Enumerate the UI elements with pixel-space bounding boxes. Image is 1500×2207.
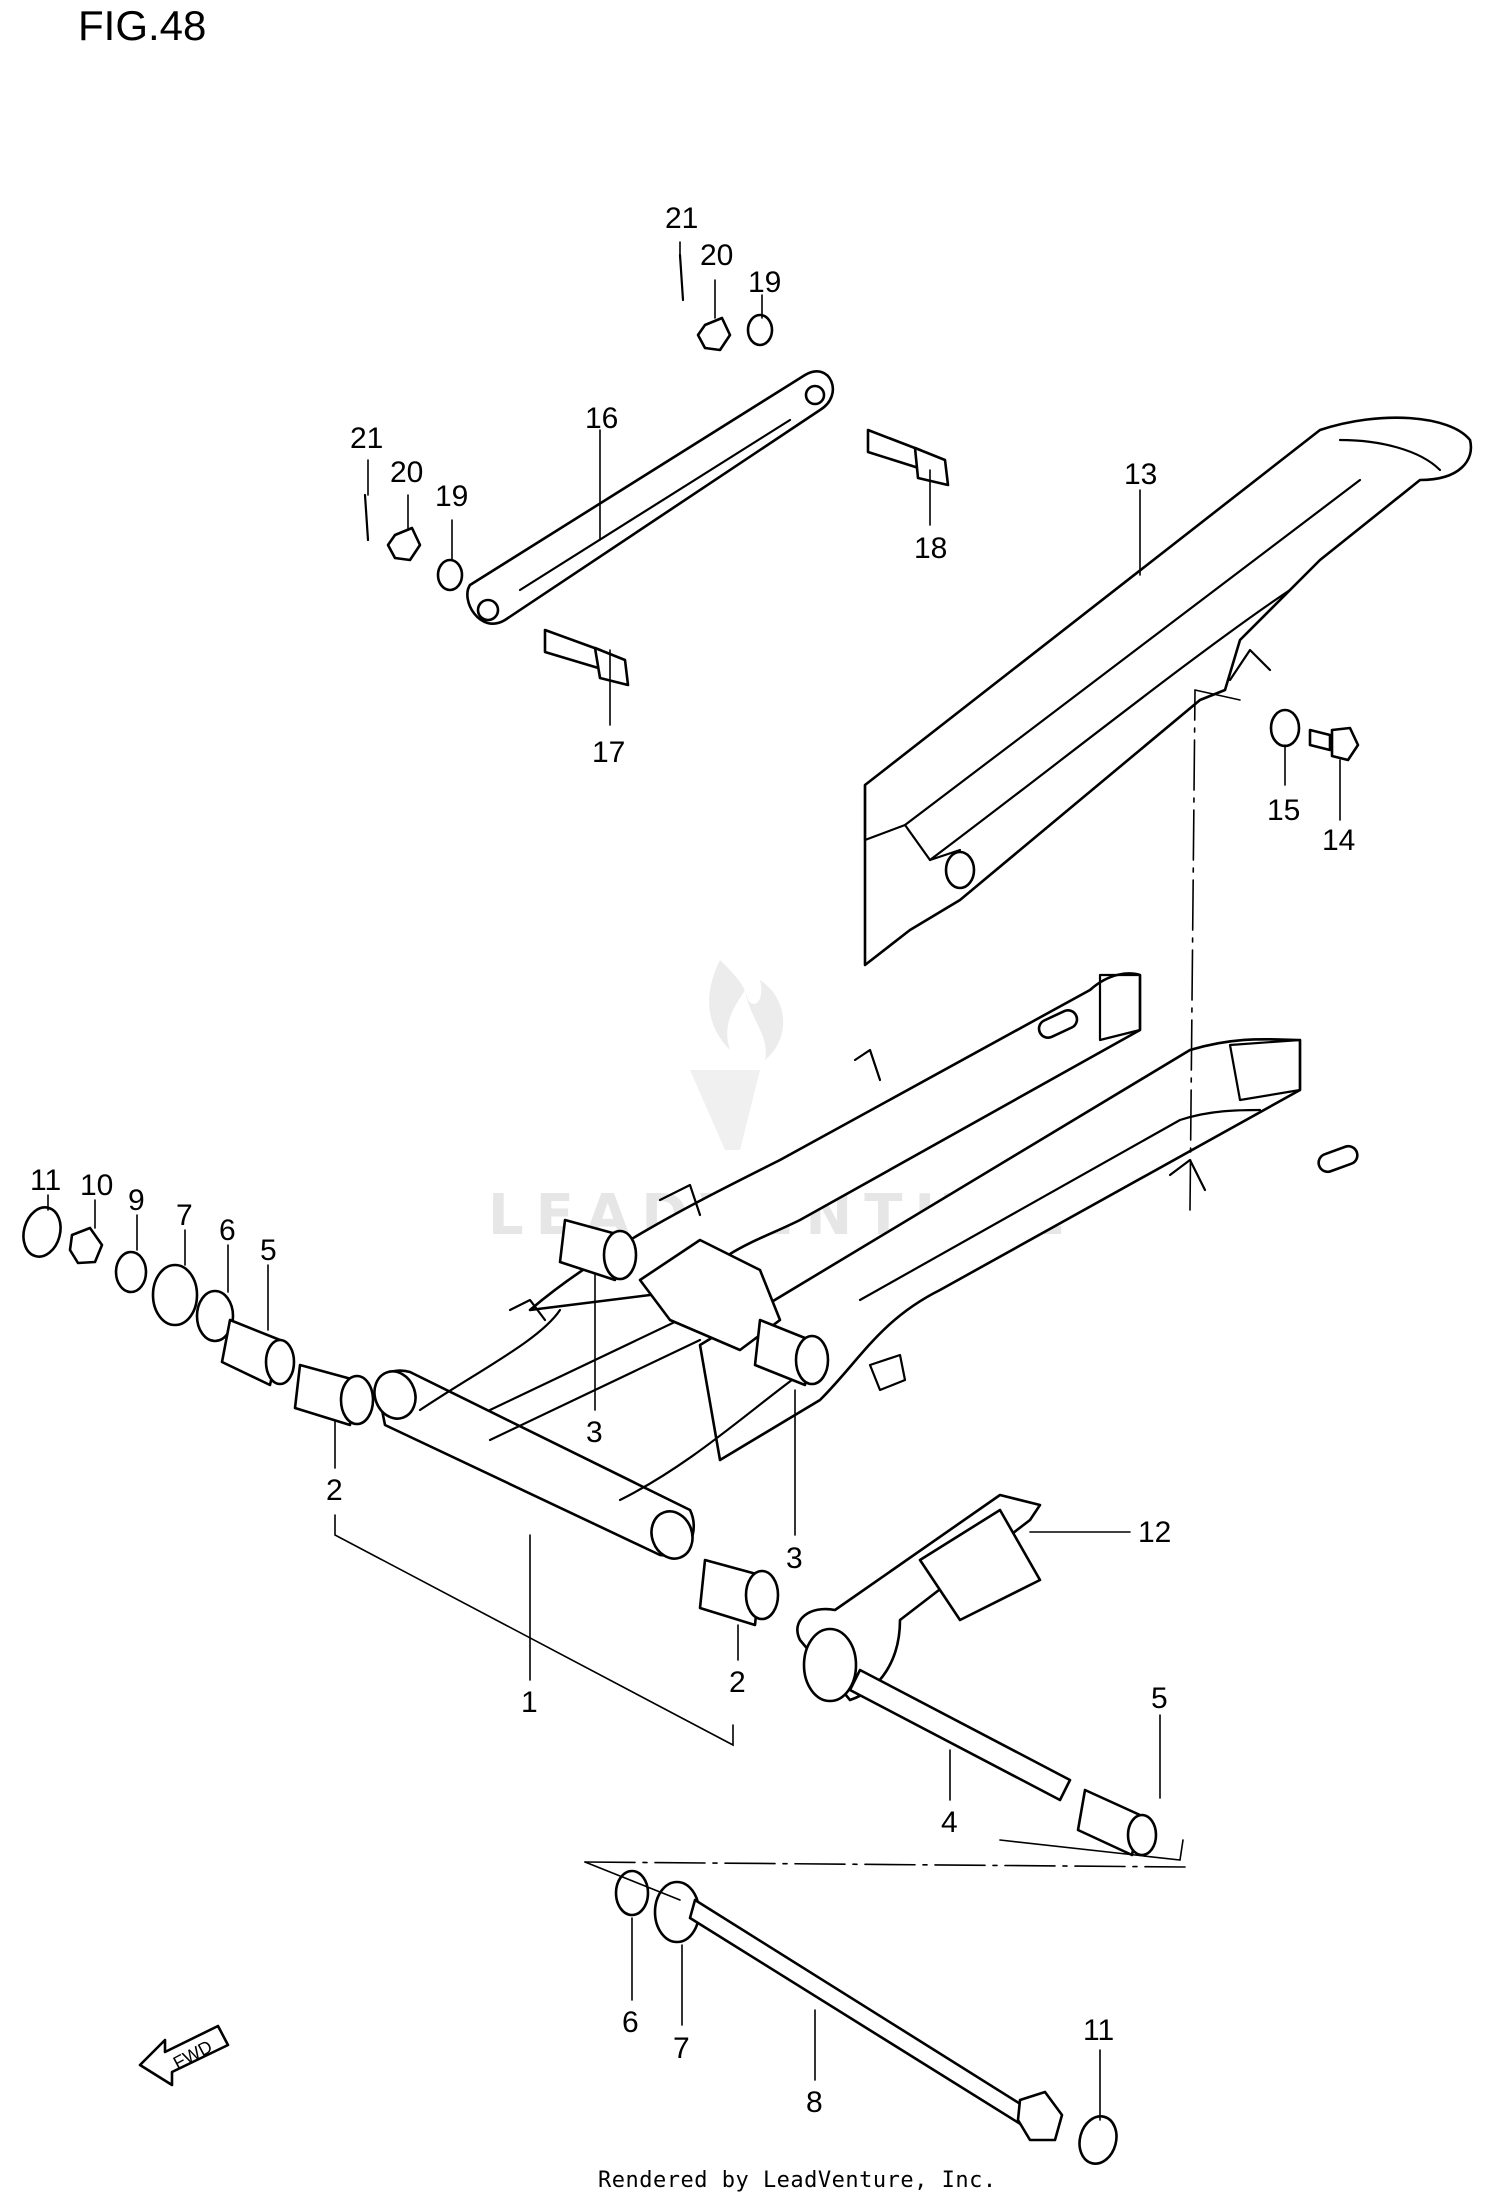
chain-guard-part-13: [863, 416, 1473, 967]
callout-5: 5: [1151, 1682, 1168, 1715]
callout-6: 6: [219, 1214, 236, 1247]
washer-part-6a: [195, 1289, 235, 1343]
bushing-part-3b: [753, 1318, 830, 1387]
bolt-part-14: [1308, 726, 1360, 762]
bushing-part-2a: [293, 1363, 375, 1427]
washer-part-19b: [436, 558, 464, 592]
callout-12: 12: [1138, 1516, 1171, 1549]
bolt-part-17: [543, 628, 630, 687]
washer-part-15: [1269, 708, 1301, 748]
washer-part-9: [114, 1250, 148, 1294]
callout-19: 19: [748, 266, 781, 299]
swingarm-part-1: [373, 972, 1359, 1560]
callout-2: 2: [326, 1474, 343, 1507]
callout-10: 10: [80, 1169, 113, 1202]
spacer-part-4: [848, 1668, 1072, 1802]
collar-part-7a: [151, 1263, 199, 1327]
bracket-lines: [334, 1514, 1184, 1861]
callout-3: 3: [786, 1542, 803, 1575]
forward-arrow-icon: FWD: [138, 2024, 230, 2087]
callout-21: 21: [350, 422, 383, 455]
callout-11: 11: [1083, 2014, 1114, 2047]
washer-part-6b: [614, 1869, 650, 1917]
alignment-lines: [584, 689, 1241, 1901]
callout-20: 20: [700, 239, 733, 272]
callout-8: 8: [806, 2086, 823, 2119]
bushing-part-3a: [558, 1218, 638, 1282]
callout-labels: 21 20 19 21 20 19 16 17 18 13 15 14 11 1…: [30, 202, 1355, 2119]
washer-part-19a: [746, 313, 774, 347]
bushing-part-5b: [1076, 1788, 1158, 1857]
watermark-logo: [690, 960, 784, 1150]
bushing-part-2b: [698, 1558, 780, 1627]
callout-3: 3: [586, 1416, 603, 1449]
callout-19: 19: [435, 480, 468, 513]
callout-13: 13: [1124, 458, 1157, 491]
cap-part-11b: [1078, 2115, 1118, 2165]
callout-21: 21: [665, 202, 698, 235]
callout-15: 15: [1267, 794, 1300, 827]
cotter-pin-part-21b: [363, 493, 370, 542]
nut-part-10: [68, 1226, 104, 1265]
nut-part-20a: [696, 316, 732, 352]
torque-link-part-16: [466, 370, 835, 625]
chain-slider-part-12: [796, 1493, 1042, 1703]
callout-1: 1: [521, 1686, 538, 1719]
callout-9: 9: [128, 1184, 145, 1217]
cap-part-11a: [22, 1206, 62, 1258]
bolt-part-18: [866, 428, 950, 487]
callout-18: 18: [914, 532, 947, 565]
bushing-part-5a: [220, 1318, 296, 1387]
footer-credit: Rendered by LeadVenture, Inc.: [598, 2168, 997, 2193]
leader-lines: [47, 241, 1341, 2121]
callout-6: 6: [622, 2006, 639, 2039]
callout-14: 14: [1322, 824, 1355, 857]
nut-part-20b: [386, 526, 422, 562]
axle-part-8: [688, 1898, 1064, 2142]
callout-4: 4: [941, 1806, 958, 1839]
callout-20: 20: [390, 456, 423, 489]
figure-title: FIG.48: [78, 2, 207, 49]
callout-7: 7: [673, 2032, 690, 2065]
callout-17: 17: [592, 736, 625, 769]
callout-7: 7: [176, 1199, 193, 1232]
callout-2: 2: [729, 1666, 746, 1699]
cotter-pin-part-21a: [678, 253, 685, 302]
callout-16: 16: [585, 402, 618, 435]
callout-5: 5: [260, 1234, 277, 1267]
callout-11: 11: [30, 1164, 61, 1197]
